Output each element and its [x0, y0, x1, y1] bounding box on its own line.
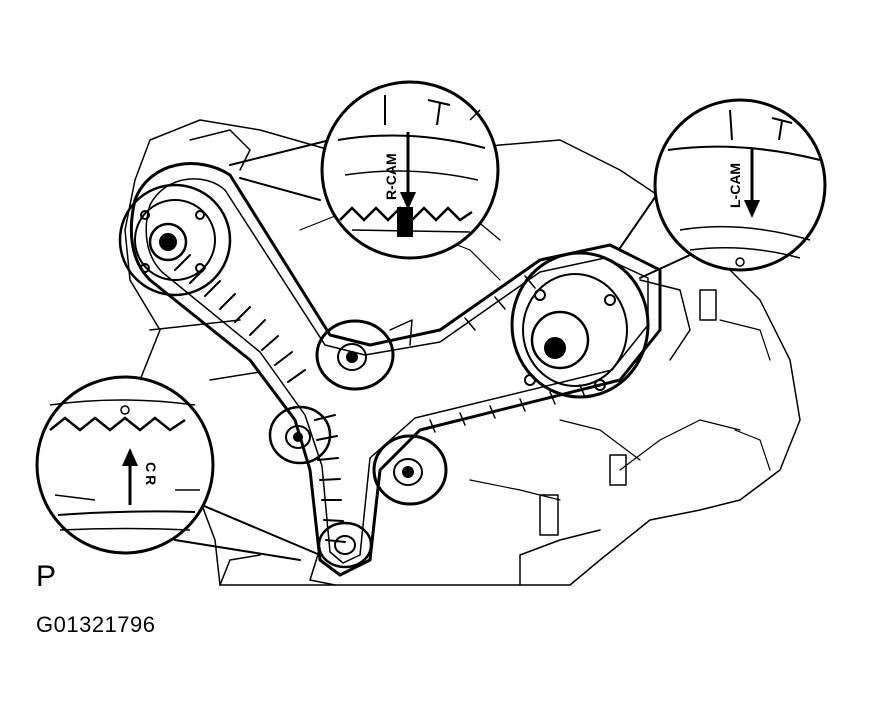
crank-sprocket [309, 521, 373, 586]
corner-letter: P [36, 560, 57, 593]
callout-leaders [174, 139, 691, 561]
callout-label-cr: CR [143, 462, 159, 488]
left-cam-pulley [510, 251, 691, 399]
callout-left-cam: L-CAM [653, 98, 827, 272]
callout-right-cam: R-CAM [320, 80, 500, 260]
idler-pulley-lower [372, 434, 448, 506]
right-cam-pulley [118, 129, 251, 297]
callout-label-l-cam: L-CAM [727, 163, 743, 208]
figure-id: G01321796 [36, 612, 156, 637]
arrow-up-icon [122, 448, 138, 466]
arrow-down-icon [400, 192, 416, 210]
arrow-down-icon [744, 200, 760, 218]
timing-belt [129, 162, 662, 577]
idler-pulley-upper [315, 319, 413, 391]
callout-label-r-cam: R-CAM [383, 153, 399, 200]
engine-block [124, 119, 801, 586]
tensioner-pulley [268, 405, 332, 465]
callout-crank: CR [35, 375, 215, 555]
